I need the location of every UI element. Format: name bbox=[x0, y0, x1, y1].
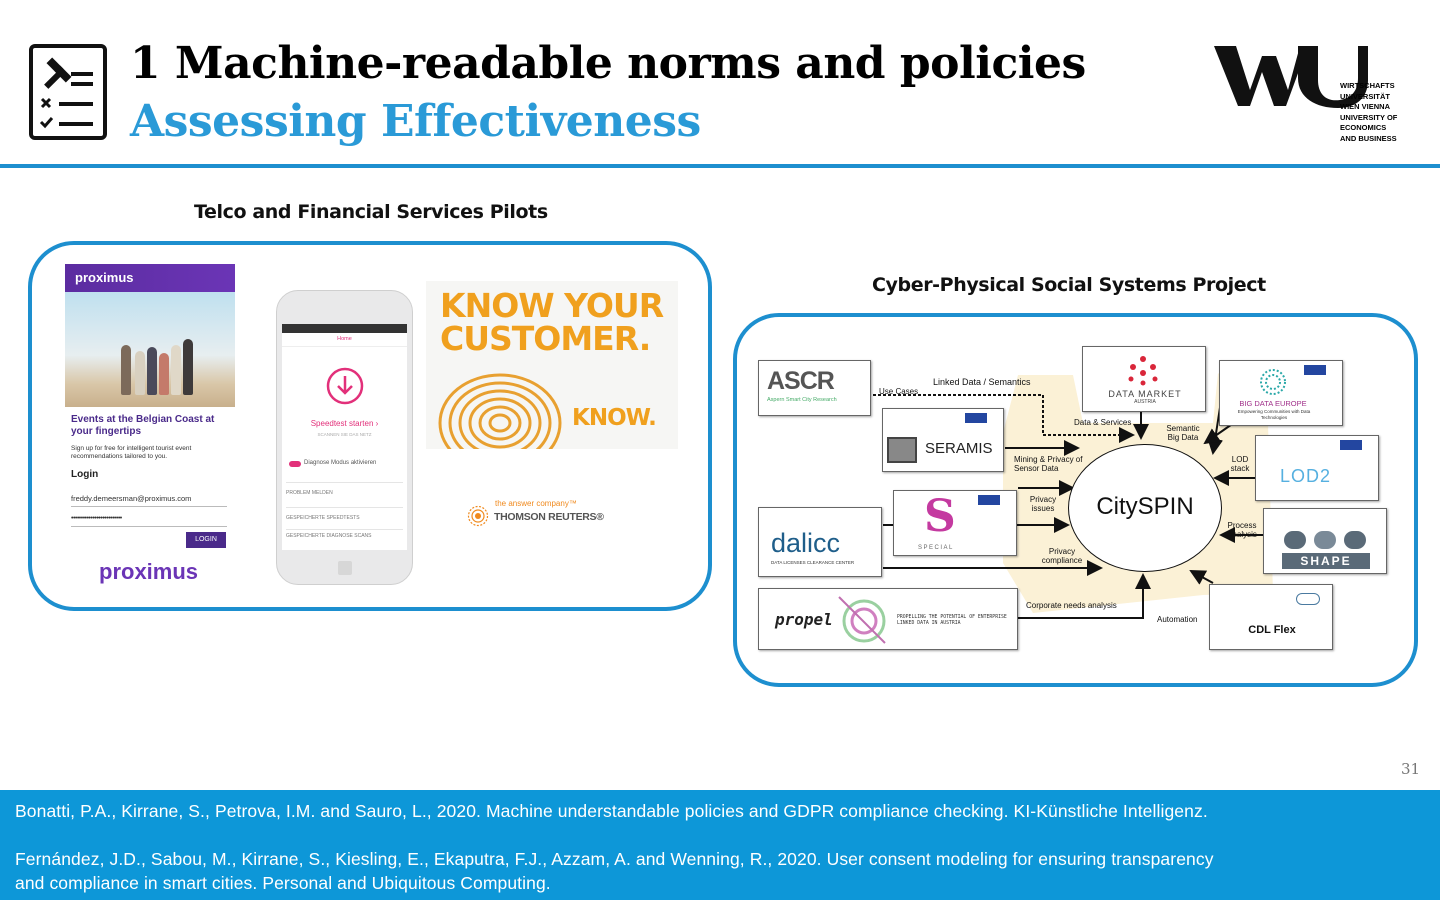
ascr-logo: ASCR bbox=[767, 367, 835, 395]
proximus-app-screenshot: proximus Events at the Belgian Coast at … bbox=[65, 264, 235, 584]
label-corporate-needs: Corporate needs analysis bbox=[1026, 601, 1117, 610]
label-privacy-compliance: Privacy compliance bbox=[1041, 547, 1083, 565]
datamarket-subtitle: AUSTRIA bbox=[1134, 399, 1156, 405]
cdl-icon bbox=[1296, 593, 1320, 605]
label-semantic-big-data: Semantic Big Data bbox=[1166, 424, 1200, 442]
label-lod-stack: LOD stack bbox=[1230, 455, 1250, 473]
proximus-header: proximus bbox=[65, 264, 235, 292]
bde-swirl-icon bbox=[1260, 369, 1286, 395]
page-subtitle: Assessing Effectiveness bbox=[130, 96, 701, 147]
proximus-headline: Events at the Belgian Coast at your fing… bbox=[71, 414, 215, 437]
label-mining-privacy: Mining & Privacy of Sensor Data bbox=[1014, 455, 1083, 473]
label-use-cases: Use Cases bbox=[879, 387, 919, 396]
phone-screen: Home Speedtest starten › SCANNEN SIE DAS… bbox=[282, 324, 407, 550]
seramis-icon bbox=[887, 437, 917, 463]
propel-logo: propel bbox=[775, 610, 833, 629]
phone-status-bar bbox=[282, 324, 407, 333]
telco-section-title: Telco and Financial Services Pilots bbox=[194, 201, 548, 223]
proximus-email-field: freddy.demeersman@proximus.com bbox=[71, 494, 192, 503]
thomson-reuters-logo-icon bbox=[467, 505, 489, 527]
diagnose-label: Diagnose Modus aktivieren bbox=[304, 460, 377, 466]
eu-flag-icon bbox=[978, 495, 1000, 505]
references-footer: Bonatti, P.A., Kirrane, S., Petrova, I.M… bbox=[0, 790, 1440, 900]
phone-mockup: Home Speedtest starten › SCANNEN SIE DAS… bbox=[276, 290, 413, 585]
phone-row-problem: PROBLEM MELDEN bbox=[286, 482, 403, 503]
phone-row-speedtests: GESPEICHERTE SPEEDTESTS bbox=[286, 507, 403, 528]
reference-1: Bonatti, P.A., Kirrane, S., Petrova, I.M… bbox=[15, 801, 1208, 821]
propel-subtitle: PROPELLING THE POTENTIAL OF ENTERPRISE L… bbox=[897, 615, 1007, 626]
speedtest-subtitle: SCANNEN SIE DAS NETZ bbox=[317, 432, 372, 437]
wu-logo-text: WIRTSCHAFTS UNIVERSITÄT WIEN VIENNA UNIV… bbox=[1340, 81, 1398, 143]
kyc-headline: KNOW YOUR CUSTOMER. bbox=[440, 286, 664, 358]
kyc-know: KNOW. bbox=[572, 405, 657, 431]
know-your-customer-image: KNOW YOUR CUSTOMER. KNOW. bbox=[426, 281, 678, 449]
email-underline bbox=[71, 506, 227, 507]
reference-2: Fernández, J.D., Sabou, M., Kirrane, S.,… bbox=[15, 849, 1214, 869]
label-automation: Automation bbox=[1157, 615, 1198, 624]
thomson-tagline: the answer company™ bbox=[495, 499, 577, 508]
proximus-login-label: Login bbox=[71, 469, 99, 480]
datamarket-icon bbox=[1128, 356, 1158, 386]
lod2-box: LOD2 bbox=[1255, 435, 1379, 501]
datamarket-box: DATA MARKET AUSTRIA bbox=[1082, 346, 1206, 412]
propel-box: propel PROPELLING THE POTENTIAL OF ENTER… bbox=[758, 588, 1018, 650]
dalicc-logo: dalicc bbox=[771, 528, 841, 558]
wu-logo bbox=[1214, 46, 1368, 108]
dalicc-box: dalicc DATA LICENSES CLEARANCE CENTER bbox=[758, 507, 882, 577]
password-underline bbox=[71, 526, 227, 527]
cdlflex-box: CDL Flex bbox=[1209, 584, 1333, 650]
thomson-reuters-name: THOMSON REUTERS® bbox=[494, 511, 604, 523]
eu-flag-icon bbox=[965, 413, 987, 423]
datamarket-label: DATA MARKET bbox=[1108, 389, 1182, 399]
bde-label: BIG DATA EUROPE bbox=[1239, 399, 1307, 408]
proximus-signup-text: Sign up for free for intelligent tourist… bbox=[71, 445, 192, 460]
special-label: SPECIAL bbox=[918, 545, 954, 551]
label-privacy-issues: Privacy issues bbox=[1029, 495, 1057, 513]
seramis-label: SERAMIS bbox=[925, 440, 993, 457]
proximus-logo: proximus bbox=[99, 559, 199, 584]
propel-target-icon bbox=[838, 596, 886, 644]
cityspin-hub bbox=[1068, 444, 1222, 572]
seramis-box: SERAMIS bbox=[882, 408, 1004, 472]
label-linked-data: Linked Data / Semantics bbox=[933, 377, 1031, 387]
bigdataeurope-box: BIG DATA EUROPE Empowering Communities w… bbox=[1219, 360, 1343, 426]
ascr-box: ASCR Aspern Smart City Research bbox=[758, 360, 871, 416]
ascr-subtitle: Aspern Smart City Research bbox=[767, 397, 837, 403]
lod2-label: LOD2 bbox=[1280, 466, 1332, 486]
shape-box: SHAPE bbox=[1263, 508, 1387, 574]
special-box: S SPECIAL bbox=[893, 490, 1017, 556]
bde-subtitle: Empowering Communities with Data Technol… bbox=[1237, 409, 1311, 420]
cpss-section-title: Cyber-Physical Social Systems Project bbox=[872, 274, 1266, 296]
phone-home-title: Home bbox=[282, 333, 407, 347]
proximus-login-button: LOGIN bbox=[186, 532, 226, 548]
speedtest-link: Speedtest starten › bbox=[310, 419, 379, 428]
dalicc-subtitle: DATA LICENSES CLEARANCE CENTER bbox=[771, 560, 855, 565]
proximus-password-field: •••••••••••••••••••••••••• bbox=[71, 515, 122, 522]
eu-flag-icon bbox=[1304, 365, 1326, 375]
eu-flag-icon bbox=[1340, 440, 1362, 450]
fingerprint-icon bbox=[438, 373, 562, 449]
special-logo-icon: S bbox=[924, 491, 956, 542]
cityspin-label: CitySPIN bbox=[1096, 493, 1194, 520]
cdlflex-label: CDL Flex bbox=[1248, 624, 1296, 636]
label-process-analysis: Process Analysis bbox=[1227, 521, 1257, 539]
phone-home-button bbox=[338, 561, 352, 575]
label-data-services: Data & Services bbox=[1074, 418, 1132, 427]
proximus-header-logo: proximus bbox=[75, 270, 134, 285]
diagnose-toggle bbox=[289, 461, 301, 467]
reference-2-cont: and compliance in smart cities. Personal… bbox=[15, 873, 551, 893]
beach-photo bbox=[65, 292, 235, 407]
download-icon bbox=[326, 367, 364, 405]
page-title: 1 Machine-readable norms and policies bbox=[130, 38, 1086, 89]
header-divider bbox=[0, 164, 1440, 168]
checklist-gavel-icon bbox=[29, 44, 107, 140]
page-number: 31 bbox=[1401, 760, 1421, 778]
phone-row-diagnose-scans: GESPEICHERTE DIAGNOSE SCANS bbox=[286, 529, 403, 551]
shape-label: SHAPE bbox=[1282, 553, 1370, 569]
shape-icons bbox=[1284, 531, 1368, 549]
